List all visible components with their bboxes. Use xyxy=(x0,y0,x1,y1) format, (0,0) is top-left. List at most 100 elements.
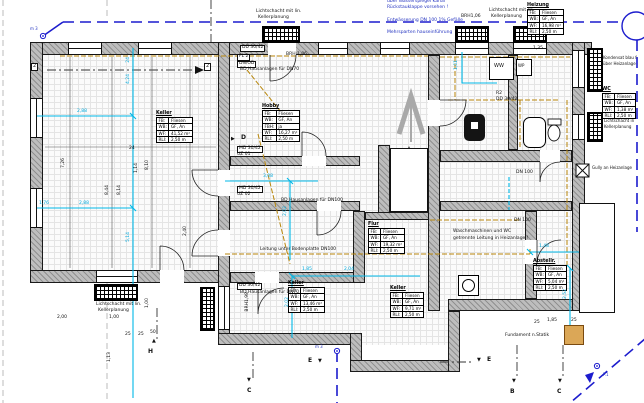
text-label: 7,26 xyxy=(61,158,66,169)
text-label: ▼ xyxy=(512,378,516,384)
text-label: Lichtschacht in xyxy=(604,118,635,123)
text-label: ▶ xyxy=(231,136,235,142)
text-label: Lichtschacht mit lin. xyxy=(489,8,535,13)
door-gap xyxy=(540,150,560,162)
wall-stair-left xyxy=(378,145,390,215)
text-label: m 3 xyxy=(30,26,38,31)
text-label: 1,00 xyxy=(109,315,120,320)
text-label: 2,02 xyxy=(283,206,288,217)
text-label: 1,48 xyxy=(539,244,550,249)
light-well xyxy=(587,112,603,142)
text-label: 2,52 xyxy=(563,289,568,300)
text-label: FL 2 xyxy=(237,54,251,61)
wall-protrusion-right xyxy=(448,311,460,372)
wall-corridor-bottom xyxy=(230,201,360,211)
text-label: C xyxy=(557,388,562,395)
text-label: über Heizanlage xyxy=(603,61,636,66)
wall-heizung-bottom xyxy=(440,150,572,162)
text-label: DD 30/42 xyxy=(496,97,518,102)
text-label: BD Hausanlagen für DN100 xyxy=(281,198,343,203)
text-label: DN 100 xyxy=(514,218,531,223)
text-label: ▲ xyxy=(152,338,156,344)
exterior-area xyxy=(460,311,644,403)
light-well xyxy=(94,284,138,301)
stair-central xyxy=(390,148,428,212)
text-label: BD Hausanlagen für DN70 xyxy=(240,67,300,72)
text-label: 25 xyxy=(125,332,131,337)
exterior-area xyxy=(350,372,460,403)
room-table-title: Keller xyxy=(390,286,406,291)
text-label: DD 30/42 xyxy=(237,283,263,290)
text-label: UZ 01 xyxy=(237,152,251,157)
text-label: 2 xyxy=(31,63,39,71)
door-gap xyxy=(268,42,296,55)
text-label: MD 30/42 xyxy=(237,186,263,193)
text-label: C xyxy=(247,387,252,394)
text-label: 1,00 xyxy=(145,298,150,309)
text-label: WP xyxy=(518,63,525,68)
door-gap xyxy=(302,156,326,166)
text-label: 8,14 xyxy=(117,185,122,196)
text-label: Entwässerung DN 100 1% Gefälle xyxy=(387,18,463,23)
text-label: 4,24 xyxy=(126,74,131,85)
bathtub xyxy=(523,117,546,148)
text-label: E xyxy=(308,357,313,364)
text-label: über Wasserspiegel Kanal xyxy=(387,0,445,4)
foundation-pad xyxy=(564,325,584,345)
light-well xyxy=(200,287,215,331)
text-label: Lichtschacht mit lin. xyxy=(96,302,142,307)
text-label: 24 xyxy=(126,57,131,63)
text-label: 2,02 xyxy=(285,297,290,308)
stair-exterior xyxy=(579,203,615,313)
text-label: Kellerplanung xyxy=(258,15,289,20)
text-label: 2,88 xyxy=(79,201,90,206)
text-label: E xyxy=(487,356,492,363)
text-label: Kellerplanung xyxy=(604,124,632,129)
window xyxy=(318,42,348,55)
window xyxy=(218,286,230,330)
text-label: 24 xyxy=(129,146,135,151)
text-label: 1,13 xyxy=(107,352,112,363)
text-label: 1,35 xyxy=(533,46,544,51)
light-well xyxy=(262,26,300,43)
text-label: Leitung unter Bodenplatte DN100 xyxy=(260,247,337,252)
text-label: 2,04 xyxy=(344,267,355,272)
window xyxy=(572,114,585,140)
text-label: ▼ xyxy=(558,378,562,384)
text-label: ▼ xyxy=(477,357,481,363)
text-label: 2,88 xyxy=(77,109,88,114)
text-label: 8,44 xyxy=(105,185,110,196)
wall-bottom-mid xyxy=(218,333,362,345)
text-label: 2,40 xyxy=(183,226,188,237)
text-label: 2 xyxy=(204,63,212,71)
text-label: 25 xyxy=(534,320,540,325)
text-label: getrennte Leitung in Heizanlage ! xyxy=(453,236,529,241)
text-label: Rückstauklappe vorsehen ! xyxy=(387,5,449,10)
wall-wm-partition xyxy=(508,55,518,150)
window xyxy=(30,188,43,228)
text-label: P.1 xyxy=(603,372,609,377)
room-table-title: Hobby xyxy=(262,104,280,109)
exterior-area xyxy=(0,283,218,403)
text-label: 1,85 xyxy=(302,267,313,272)
window xyxy=(138,42,172,55)
text-label: BRH 1,06 xyxy=(286,52,308,57)
text-label: 1,14 xyxy=(134,163,139,174)
text-label: Gully an Heizanlage xyxy=(592,165,632,170)
text-label: WW xyxy=(494,63,504,69)
text-label: B xyxy=(510,388,515,395)
text-label: DN/OD xyxy=(237,61,257,68)
heating-unit-core xyxy=(471,122,478,129)
text-label: UZ 02 xyxy=(237,192,251,197)
text-label: Kellerplanung xyxy=(98,308,129,313)
text-label: 5,14 xyxy=(126,232,131,243)
door-gap xyxy=(160,270,184,283)
room-table-title: Keller xyxy=(156,111,172,116)
window xyxy=(30,98,43,138)
room-table-title: Heizung xyxy=(527,3,549,8)
